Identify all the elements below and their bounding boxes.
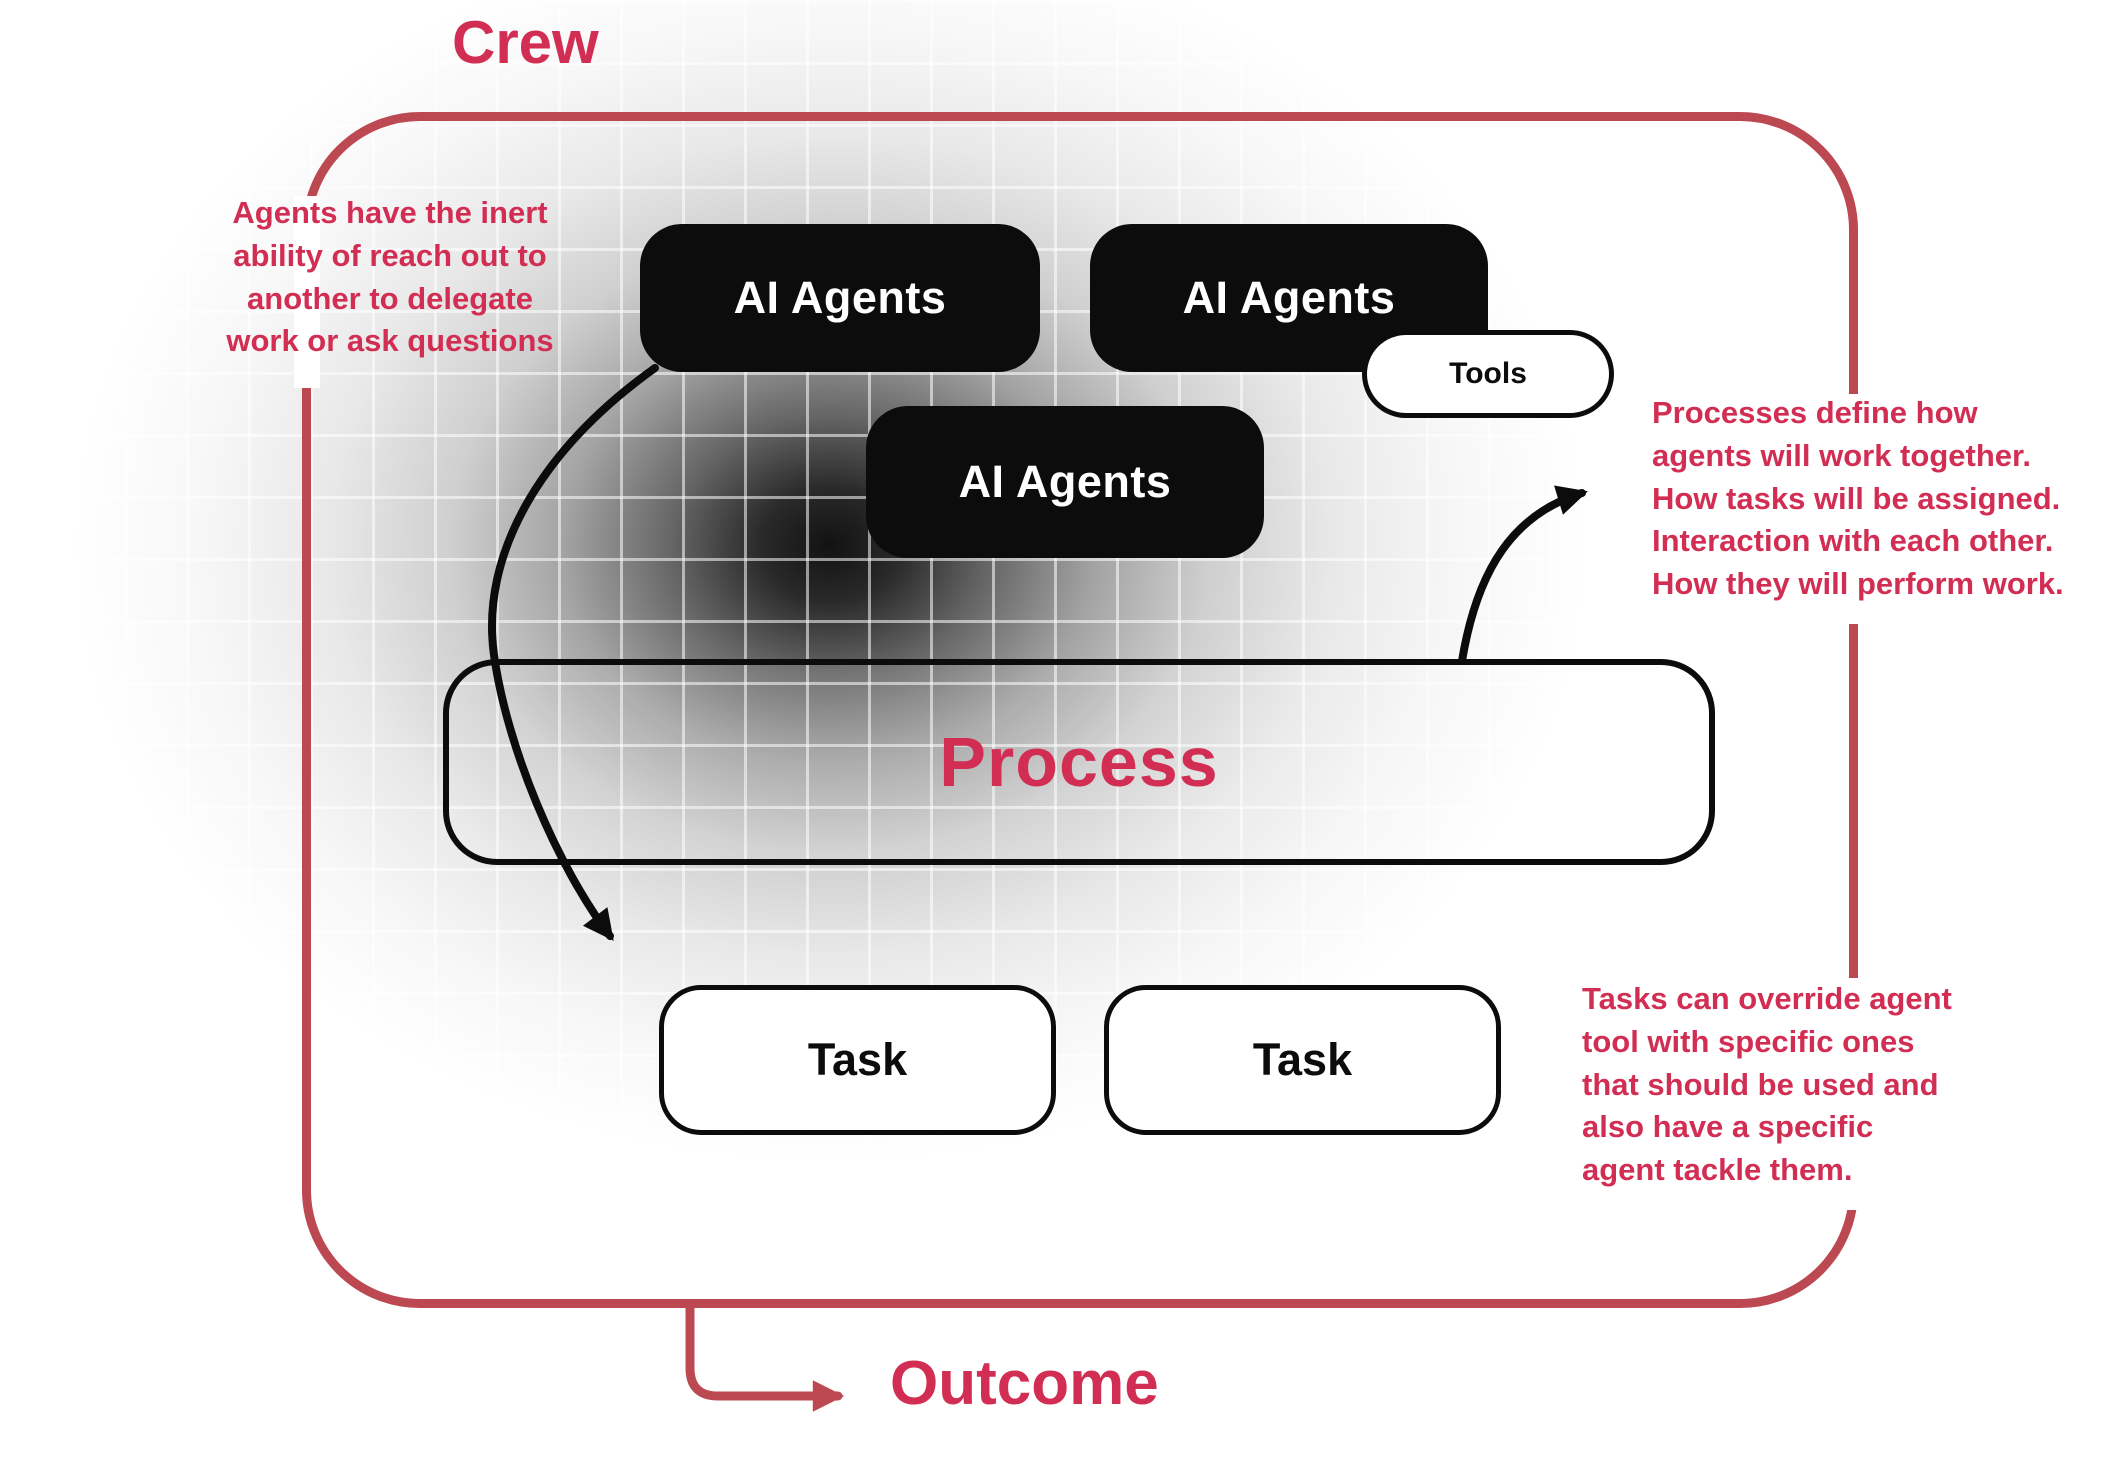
process-definition-note: Processes define how agents will work to… <box>1652 395 2064 602</box>
crew-boundary-outline <box>302 112 1858 1308</box>
ai-agents-box-1: AI Agents <box>640 224 1040 372</box>
border-gap-left <box>294 196 320 388</box>
task-box-2: Task <box>1104 985 1501 1135</box>
process-box: Process <box>443 659 1715 865</box>
task-box-1: Task <box>659 985 1056 1135</box>
agents-delegation-note: Agents have the inert ability of reach o… <box>226 195 554 359</box>
border-gap-right-top <box>1842 394 1872 624</box>
outcome-title: Outcome <box>890 1349 1159 1418</box>
crew-title: Crew <box>452 9 599 76</box>
tools-box: Tools <box>1362 330 1614 418</box>
tasks-override-note: Tasks can override agent tool with speci… <box>1582 981 1952 1188</box>
process-label: Process <box>939 723 1219 801</box>
ai-agents-box-3: AI Agents <box>866 406 1264 558</box>
border-gap-right-bottom <box>1842 978 1872 1210</box>
